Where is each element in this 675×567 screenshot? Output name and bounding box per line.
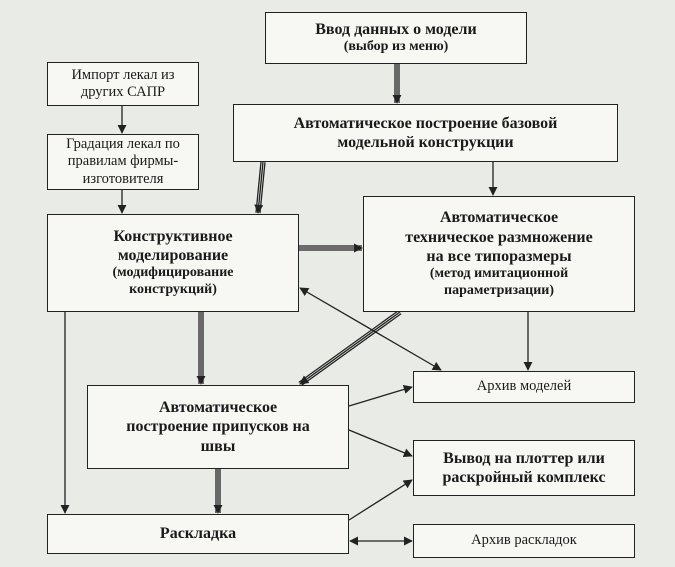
arrow-sizing-to-allowance	[300, 313, 402, 387]
node-archive-layouts: Архив раскладок	[413, 524, 635, 558]
node-import-line1: Импорт лекал из	[71, 66, 175, 83]
arrow-sizing-to-allowance	[298, 309, 400, 383]
node-input-subtitle: (выбор из меню)	[343, 39, 449, 55]
node-sizing-line4: (метод имитационной	[429, 265, 569, 281]
node-design-line2: моделирование	[117, 247, 229, 265]
node-grading-line1: Градация лекал по	[66, 135, 180, 152]
node-sizing-line5: параметризации)	[444, 282, 554, 298]
node-input-title: Ввод данных о модели	[315, 21, 477, 38]
node-sizing-line2: техническое размножение	[405, 228, 593, 246]
node-plotter-line2: раскройный комплекс	[442, 469, 606, 486]
node-design: Конструктивное моделирование (модифициро…	[47, 214, 299, 312]
node-grading: Градация лекал по правилам фирмы- изгото…	[47, 134, 199, 190]
node-design-line4: конструкций)	[129, 282, 217, 298]
node-grading-line3: изготовителя	[82, 170, 164, 187]
node-auto-base-line1: Автоматическое построение базовой	[293, 114, 558, 132]
arrow-allowance-to-plotter	[348, 429, 413, 458]
node-allowance-line2: построение припусков на	[126, 418, 310, 436]
arrow-allowance-to-archive-models	[348, 385, 413, 407]
node-layout-label: Раскладка	[159, 525, 237, 543]
arrow-auto-base-to-design	[254, 161, 264, 214]
node-auto-base-line2: модельной конструкции	[337, 134, 514, 151]
node-plotter: Вывод на плоттер или раскройный комплекс	[413, 440, 635, 496]
node-import-line2: других САПР	[80, 84, 166, 100]
node-design-line1: Конструктивное	[113, 228, 233, 246]
node-design-line3: (модифицирование	[112, 265, 234, 281]
node-input: Ввод данных о модели (выбор из меню)	[265, 12, 527, 64]
node-import: Импорт лекал из других САПР	[47, 62, 199, 106]
node-allowance-line1: Автоматическое	[158, 399, 278, 417]
node-plotter-line1: Вывод на плоттер или	[443, 449, 605, 467]
arrow-sizing-to-allowance	[299, 311, 401, 385]
node-archive-models: Архив моделей	[413, 371, 635, 403]
node-auto-base: Автоматическое построение базовой модель…	[233, 104, 618, 162]
node-archive-models-label: Архив моделей	[476, 378, 572, 395]
node-allowance: Автоматическое построение припусков на ш…	[87, 385, 349, 469]
node-grading-line2: правилам фирмы-	[67, 153, 179, 170]
node-sizing-line1: Автоматическое	[439, 209, 559, 227]
arrow-layout-to-plotter	[348, 479, 413, 521]
arrow-auto-base-to-design	[255, 161, 262, 213]
node-allowance-line3: швы	[200, 437, 236, 455]
node-sizing: Автоматическое техническое размножение н…	[363, 196, 635, 312]
node-layout: Раскладка	[47, 514, 349, 554]
node-archive-layouts-label: Архив раскладок	[471, 532, 577, 549]
arrow-design-archive-models	[299, 287, 442, 371]
node-sizing-line3: на все типоразмеры	[426, 247, 572, 265]
